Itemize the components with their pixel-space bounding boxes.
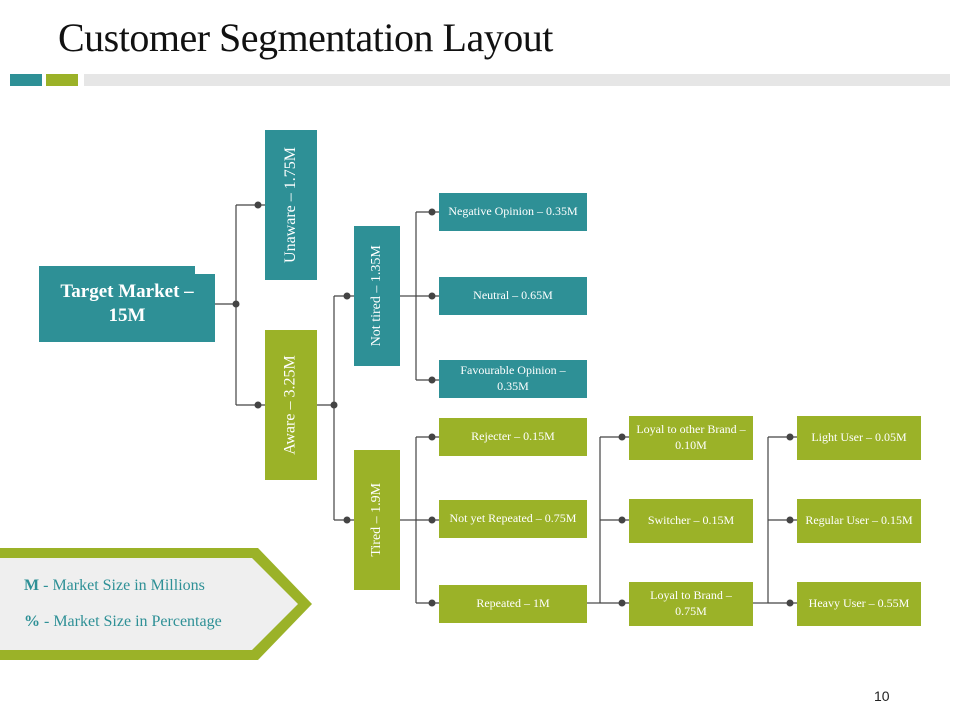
switcher-label: Switcher – 0.15M	[647, 513, 735, 528]
legend-text-millions: - Market Size in Millions	[39, 577, 205, 594]
legend-row-millions: M - Market Size in Millions	[24, 578, 222, 614]
title-underline	[84, 74, 950, 86]
legend-key-percent: %	[24, 613, 40, 630]
not-tired-node: Not tired – 1.35M	[354, 226, 400, 366]
page-number: 10	[874, 688, 890, 704]
legend-key-m: M	[24, 577, 40, 594]
page-title: Customer Segmentation Layout	[58, 15, 553, 60]
switcher-node: Switcher – 0.15M	[629, 499, 753, 543]
tired-label: Tired – 1.9M	[369, 483, 385, 557]
repeated-node: Repeated – 1M	[439, 585, 587, 623]
loyal-to-brand-label: Loyal to Brand – 0.75M	[650, 588, 732, 618]
favourable-opinion-label: Favourable Opinion – 0.35M	[460, 363, 566, 393]
title-accent-green	[46, 74, 78, 86]
repeated-label: Repeated – 1M	[476, 596, 550, 611]
negative-opinion-label: Negative Opinion – 0.35M	[448, 204, 578, 219]
unaware-label: Unaware – 1.75M	[282, 147, 299, 263]
light-user-node: Light User – 0.05M	[797, 416, 921, 460]
aware-node: Aware – 3.25M	[265, 330, 317, 480]
unaware-node: Unaware – 1.75M	[265, 130, 317, 280]
aware-label: Aware – 3.25M	[282, 355, 299, 455]
tired-node: Tired – 1.9M	[354, 450, 400, 590]
not-tired-label: Not tired – 1.35M	[369, 245, 385, 347]
heavy-user-node: Heavy User – 0.55M	[797, 582, 921, 626]
target-market-label: Target Market – 15M	[60, 281, 194, 326]
not-yet-repeated-label: Not yet Repeated – 0.75M	[449, 511, 577, 526]
neutral-node: Neutral – 0.65M	[439, 277, 587, 315]
heavy-user-label: Heavy User – 0.55M	[808, 596, 910, 611]
negative-opinion-node: Negative Opinion – 0.35M	[439, 193, 587, 231]
legend-text-percentage: - Market Size in Percentage	[40, 613, 222, 630]
target-node-notch	[195, 266, 215, 274]
rejecter-label: Rejecter – 0.15M	[471, 429, 555, 444]
not-yet-repeated-node: Not yet Repeated – 0.75M	[439, 500, 587, 538]
legend: M - Market Size in Millions % - Market S…	[24, 578, 222, 650]
legend-row-percentage: % - Market Size in Percentage	[24, 614, 222, 650]
light-user-label: Light User – 0.05M	[811, 430, 907, 445]
loyal-other-brand-node: Loyal to other Brand – 0.10M	[629, 416, 753, 460]
favourable-opinion-node: Favourable Opinion – 0.35M	[439, 360, 587, 398]
rejecter-node: Rejecter – 0.15M	[439, 418, 587, 456]
title-accent-teal	[10, 74, 42, 86]
neutral-label: Neutral – 0.65M	[473, 288, 553, 303]
loyal-to-brand-node: Loyal to Brand – 0.75M	[629, 582, 753, 626]
regular-user-node: Regular User – 0.15M	[797, 499, 921, 543]
legend-arrow-shape	[0, 548, 312, 660]
regular-user-label: Regular User – 0.15M	[805, 513, 913, 528]
target-market-node: Target Market – 15M	[39, 266, 215, 342]
loyal-other-brand-label: Loyal to other Brand – 0.10M	[636, 422, 746, 452]
